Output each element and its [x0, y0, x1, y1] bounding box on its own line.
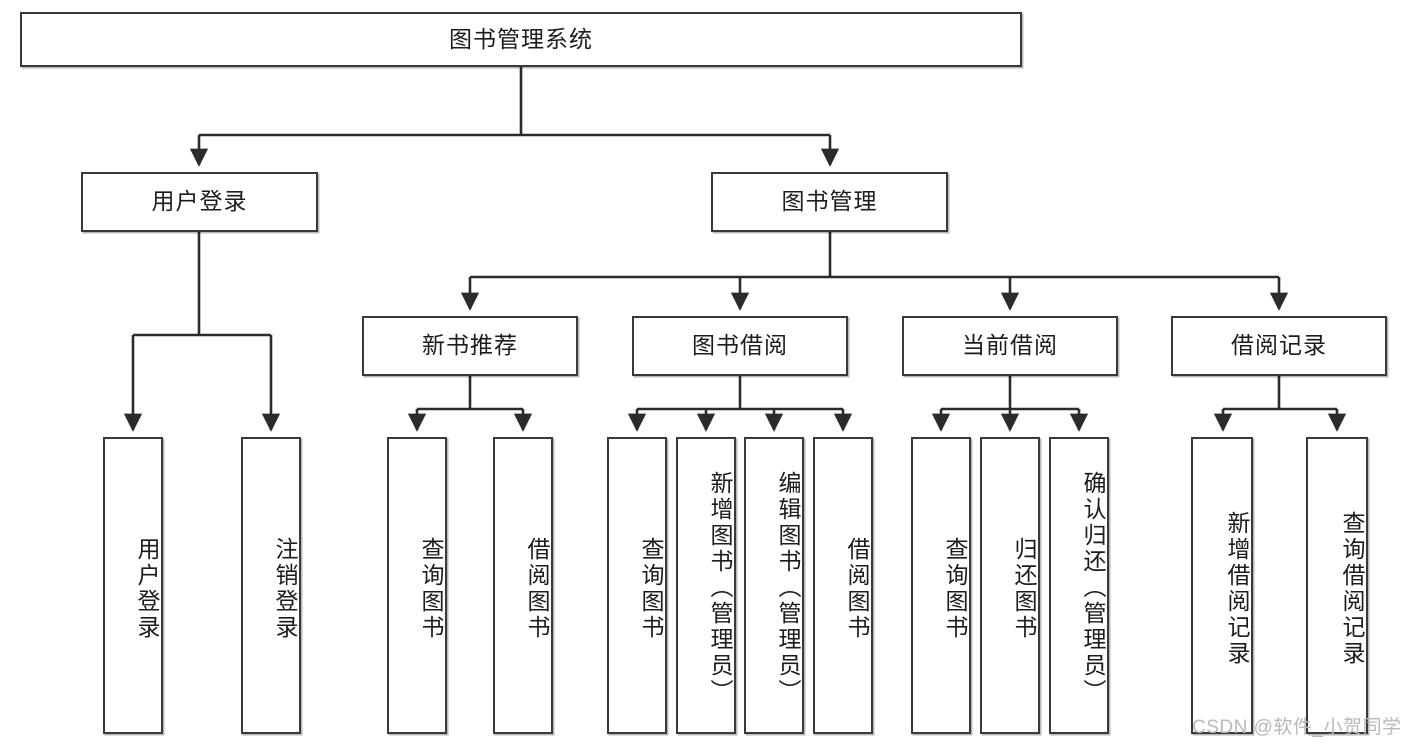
node-label: 查询图书	[638, 536, 664, 641]
leaf-query-book-3[interactable]: 查询图书	[911, 437, 971, 734]
node-label: 借阅记录	[1231, 332, 1327, 359]
node-label: 用户登录	[134, 536, 160, 641]
node-label: 查询图书	[942, 536, 968, 641]
node-label: 用户登录	[151, 188, 248, 215]
node-label: 确认归还（管理员）	[1080, 470, 1106, 705]
node-label: 新增借阅记录	[1224, 510, 1250, 667]
node-label: 借阅图书	[844, 536, 870, 641]
node-label: 新增图书（管理员）	[707, 470, 733, 705]
node-new-book-recommend[interactable]: 新书推荐	[362, 316, 578, 376]
csdn-watermark: CSDN @软件_小贺同学	[1192, 717, 1402, 738]
leaf-query-book-1[interactable]: 查询图书	[387, 437, 447, 734]
node-label: 图书借阅	[692, 332, 788, 359]
node-label: 借阅图书	[524, 536, 550, 641]
node-borrow-record[interactable]: 借阅记录	[1171, 316, 1387, 376]
leaf-add-book[interactable]: 新增图书（管理员）	[676, 437, 736, 734]
leaf-user-login[interactable]: 用户登录	[103, 437, 163, 734]
leaf-borrow-book-1[interactable]: 借阅图书	[493, 437, 553, 734]
node-label: 图书管理	[781, 188, 878, 215]
node-label: 当前借阅	[962, 332, 1058, 359]
node-label: 注销登录	[272, 536, 298, 641]
leaf-edit-book[interactable]: 编辑图书（管理员）	[744, 437, 804, 734]
node-book-manage[interactable]: 图书管理	[711, 172, 948, 232]
node-label: 新书推荐	[422, 332, 518, 359]
node-current-borrow[interactable]: 当前借阅	[902, 316, 1118, 376]
node-label: 查询图书	[418, 536, 444, 641]
leaf-confirm-return[interactable]: 确认归还（管理员）	[1049, 437, 1109, 734]
node-book-borrow[interactable]: 图书借阅	[632, 316, 848, 376]
leaf-logout-login[interactable]: 注销登录	[241, 437, 301, 734]
leaf-add-record[interactable]: 新增借阅记录	[1191, 437, 1253, 734]
node-label: 查询借阅记录	[1339, 510, 1365, 667]
leaf-borrow-book-2[interactable]: 借阅图书	[813, 437, 873, 734]
node-root-system[interactable]: 图书管理系统	[20, 12, 1022, 67]
leaf-return-book[interactable]: 归还图书	[980, 437, 1040, 734]
node-label: 归还图书	[1011, 536, 1037, 641]
leaf-query-book-2[interactable]: 查询图书	[607, 437, 667, 734]
leaf-query-record[interactable]: 查询借阅记录	[1306, 437, 1368, 734]
node-label: 编辑图书（管理员）	[775, 470, 801, 705]
node-user-login[interactable]: 用户登录	[81, 172, 318, 232]
node-label: 图书管理系统	[449, 25, 593, 52]
